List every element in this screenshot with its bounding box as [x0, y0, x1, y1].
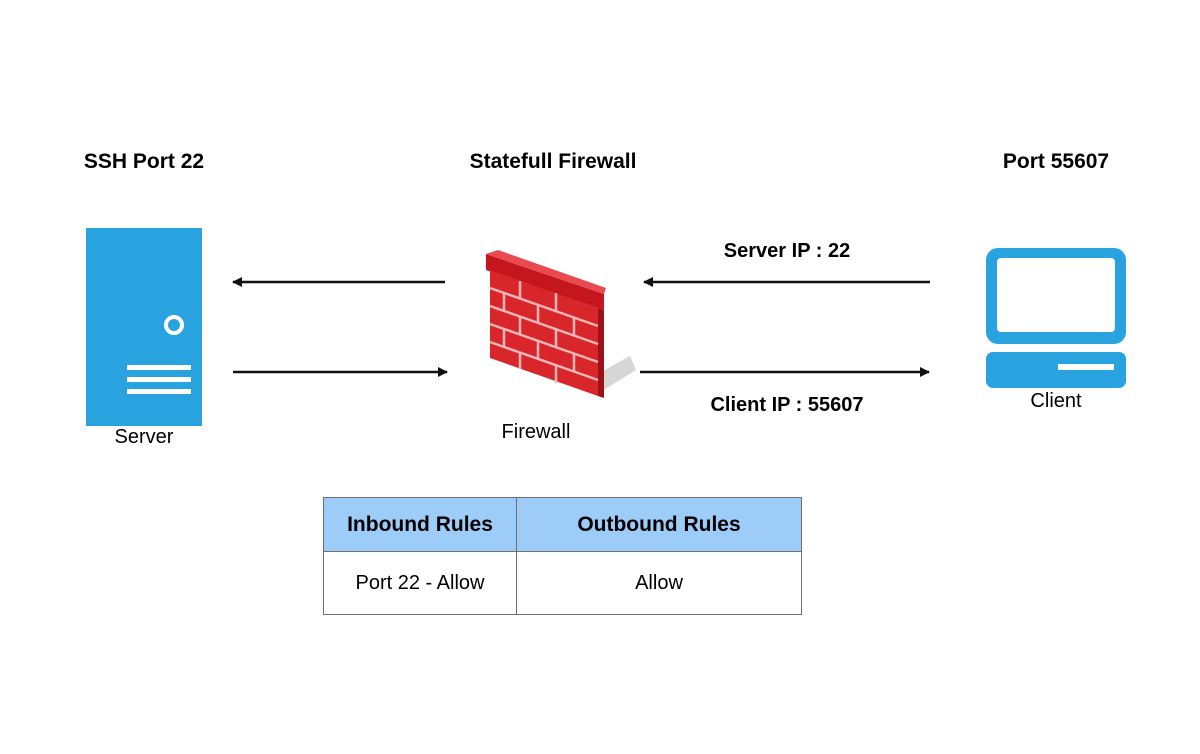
inbound-rules-header: Inbound Rules	[323, 497, 517, 552]
table-row: Port 22 - Allow Allow	[323, 551, 802, 615]
firewall-node	[480, 250, 640, 400]
client-ip-label: Client IP : 55607	[710, 394, 864, 416]
firewall-label: Firewall	[501, 421, 571, 443]
desktop-computer-icon	[986, 248, 1126, 388]
client-label: Client	[1030, 390, 1082, 412]
brick-wall-icon	[486, 250, 636, 398]
firewall-heading: Statefull Firewall	[469, 150, 637, 173]
server-ip-label: Server IP : 22	[723, 240, 851, 262]
client-node	[984, 246, 1128, 390]
outbound-rules-header: Outbound Rules	[516, 497, 802, 552]
rules-table: Inbound Rules Outbound Rules Port 22 - A…	[323, 497, 802, 615]
server-heading: SSH Port 22	[83, 150, 205, 173]
server-label: Server	[114, 426, 174, 448]
server-node	[86, 228, 202, 426]
rules-header-row: Inbound Rules Outbound Rules	[323, 497, 802, 552]
server-tower-icon	[86, 228, 202, 426]
client-heading: Port 55607	[1002, 150, 1110, 173]
inbound-rule-cell: Port 22 - Allow	[323, 551, 517, 615]
outbound-rule-cell: Allow	[516, 551, 802, 615]
